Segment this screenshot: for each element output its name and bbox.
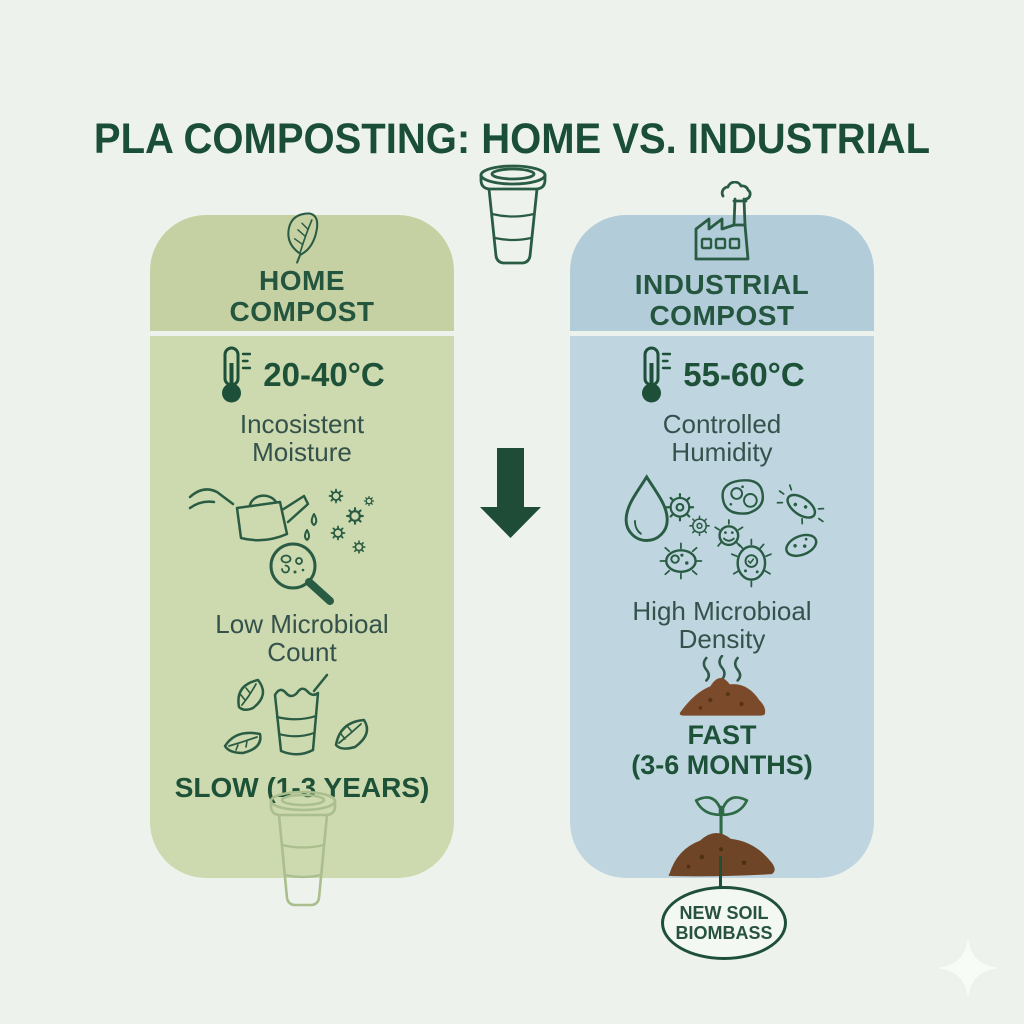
water-drop-gears-microbes-icon <box>624 474 824 588</box>
result-connector-line <box>719 856 722 890</box>
industrial-compost-body: 55-60°C Controlled Humidity <box>570 336 874 878</box>
home-compost-body: 20-40°C Incosistent Moisture <box>150 336 454 878</box>
page-title: PLA COMPOSTING: HOME VS. INDUSTRIAL <box>93 114 931 163</box>
home-microbial-line2: Count <box>267 637 337 667</box>
industrial-title-line2: COMPOST <box>649 300 795 331</box>
intact-faded-cup-icon <box>269 790 337 907</box>
home-microbial-label: Low Microbioal Count <box>215 610 388 666</box>
industrial-speed-line1: FAST <box>687 719 757 750</box>
steaming-compost-pile-icon <box>679 655 766 717</box>
degrading-cup-with-leaves-icon <box>223 673 369 756</box>
pla-cup-icon <box>479 164 547 265</box>
industrial-compost-column: INDUSTRIAL COMPOST 55-60°C Controlled Hu… <box>570 181 874 878</box>
home-compost-title: HOME COMPOST <box>229 265 374 327</box>
home-title-line2: COMPOST <box>229 296 375 327</box>
industrial-humidity-line2: Humidity <box>671 437 773 467</box>
industrial-title-line1: INDUSTRIAL <box>634 269 810 300</box>
result-line1: NEW SOIL <box>679 903 769 923</box>
new-soil-biomass-badge: NEW SOIL BIOMBASS <box>661 886 787 960</box>
sprout-in-soil-icon <box>668 796 775 877</box>
home-speed-label: SLOW (1-3 YEARS) <box>174 772 430 803</box>
home-compost-header: HOME COMPOST <box>150 212 454 331</box>
industrial-humidity-label: Controlled Humidity <box>663 410 782 466</box>
industrial-speed-label: FAST (3-6 MONTHS) <box>631 720 813 780</box>
thermometer-icon <box>222 346 252 403</box>
home-compost-column: HOME COMPOST 20-40°C Incosistent Moistur… <box>150 212 454 878</box>
home-moisture-label: Incosistent Moisture <box>240 410 364 466</box>
home-title-line1: HOME <box>259 265 345 296</box>
industrial-temperature-row: 55-60°C <box>639 345 805 405</box>
home-microbial-line1: Low Microbioal <box>215 609 389 639</box>
industrial-microbial-label: High Microbioal Density <box>632 597 811 653</box>
industrial-speed-line2: (3-6 MONTHS) <box>631 749 813 780</box>
industrial-humidity-line1: Controlled <box>662 409 782 439</box>
thermometer-icon <box>642 346 672 403</box>
home-moisture-line2: Moisture <box>252 437 352 467</box>
leaf-icon <box>287 212 319 264</box>
home-moisture-line1: Incosistent <box>239 409 365 439</box>
sparkle-icon <box>938 938 998 998</box>
home-temperature-value: 20-40°C <box>263 356 385 393</box>
home-temperature-row: 20-40°C <box>219 345 385 405</box>
watering-can-magnifier-microbes-icon <box>188 488 375 605</box>
factory-icon <box>694 181 752 261</box>
industrial-compost-title: INDUSTRIAL COMPOST <box>635 269 810 331</box>
industrial-microbial-line1: High Microbioal <box>632 596 812 627</box>
down-arrow-icon <box>480 448 541 538</box>
industrial-temperature-value: 55-60°C <box>683 356 805 393</box>
industrial-compost-header: INDUSTRIAL COMPOST <box>570 181 874 331</box>
industrial-microbial-line2: Density <box>678 624 766 655</box>
result-line2: BIOMBASS <box>675 923 773 943</box>
